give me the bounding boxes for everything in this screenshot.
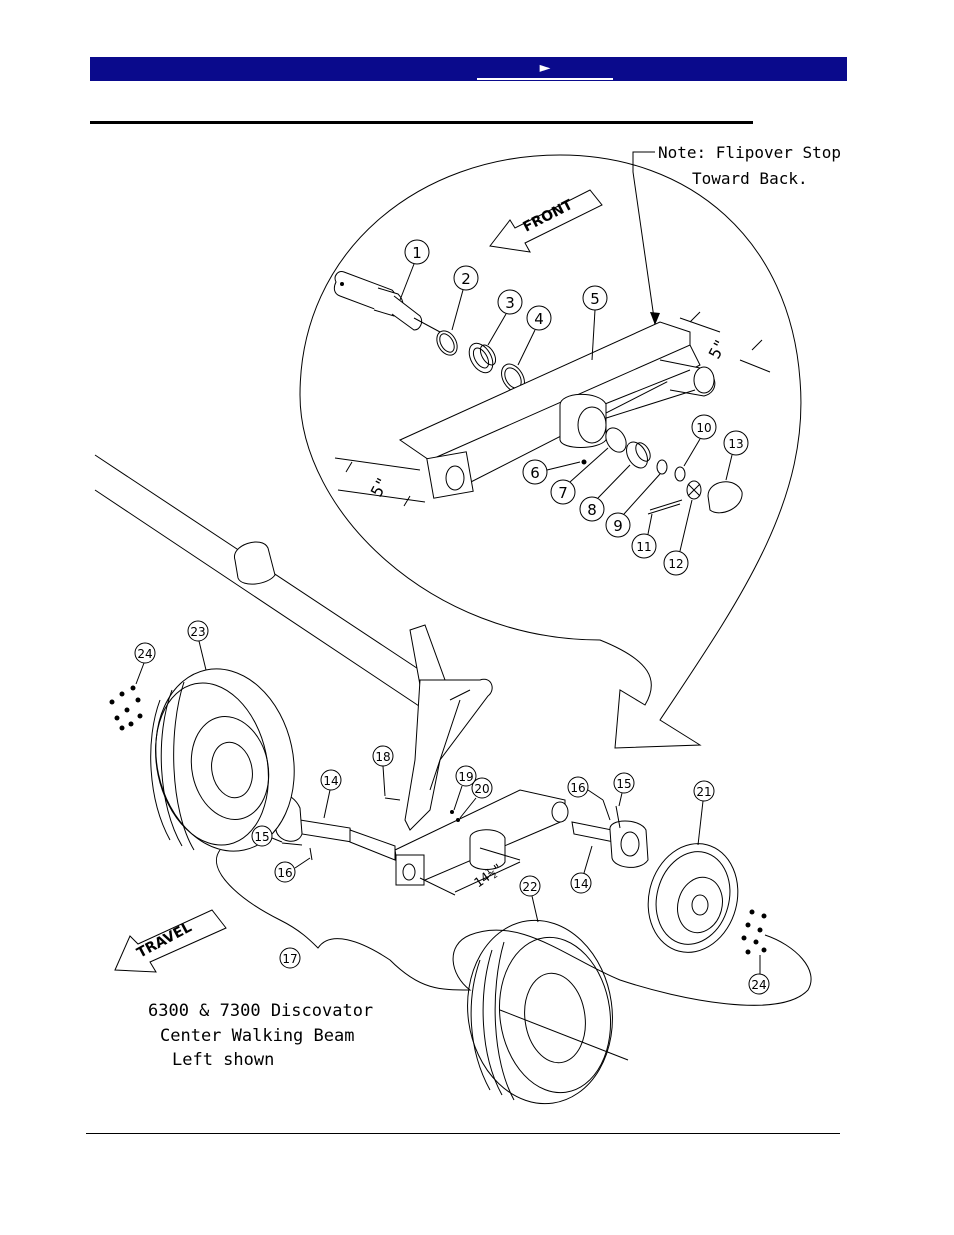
dim-upper-right bbox=[679, 311, 771, 373]
svg-text:2: 2 bbox=[461, 270, 471, 288]
svg-text:24: 24 bbox=[751, 978, 766, 992]
callout-13: 13 bbox=[723, 430, 749, 481]
walking-beam-detail bbox=[398, 321, 716, 499]
svg-text:12: 12 bbox=[668, 557, 683, 571]
svg-text:8: 8 bbox=[587, 501, 597, 519]
note-text-2: Toward Back. bbox=[692, 169, 808, 188]
callout-5: 5 bbox=[582, 285, 608, 361]
svg-text:17: 17 bbox=[282, 952, 297, 966]
frame-arm bbox=[404, 678, 493, 831]
svg-text:1: 1 bbox=[412, 244, 422, 262]
callout-22: 22 bbox=[519, 875, 541, 923]
grease-zerk bbox=[581, 459, 587, 465]
callout-2: 2 bbox=[451, 265, 479, 331]
lower-hardware bbox=[281, 797, 621, 861]
assembly-outline bbox=[216, 849, 812, 1006]
svg-text:19: 19 bbox=[458, 770, 473, 784]
svg-text:6: 6 bbox=[530, 464, 540, 482]
title-rule bbox=[90, 121, 753, 124]
callout-24-right: 24 bbox=[748, 955, 770, 995]
callout-7: 7 bbox=[550, 447, 609, 505]
tire-right bbox=[467, 919, 629, 1105]
callout-21: 21 bbox=[693, 780, 715, 846]
dim-upper-left bbox=[334, 457, 426, 507]
svg-text:15: 15 bbox=[254, 830, 269, 844]
note-text-1: Note: Flipover Stop bbox=[658, 143, 841, 162]
washer bbox=[656, 459, 668, 475]
callout-24: 24 bbox=[134, 642, 156, 685]
caption-line-1: 6300 & 7300 Discovator bbox=[148, 1001, 373, 1021]
callout-17: 17 bbox=[279, 947, 301, 969]
svg-text:3: 3 bbox=[505, 294, 515, 312]
callout-8: 8 bbox=[579, 464, 631, 522]
walking-beam bbox=[394, 789, 569, 886]
svg-text:14: 14 bbox=[323, 774, 338, 788]
right-spindle bbox=[571, 820, 649, 868]
callout-15-right: 15 bbox=[613, 772, 635, 807]
callout-16-right: 16 bbox=[567, 776, 604, 801]
callout-6: 6 bbox=[522, 459, 581, 485]
callout-1: 1 bbox=[399, 239, 430, 301]
callout-12: 12 bbox=[663, 499, 693, 576]
svg-text:18: 18 bbox=[375, 750, 390, 764]
lug-bolts-right bbox=[741, 909, 767, 955]
castle-nut bbox=[686, 480, 702, 500]
detail-circle bbox=[299, 154, 802, 749]
svg-text:13: 13 bbox=[728, 437, 743, 451]
front-arrow: FRONT bbox=[489, 189, 603, 253]
callout-23: 23 bbox=[187, 620, 209, 671]
bearing-cone bbox=[468, 342, 497, 374]
svg-text:7: 7 bbox=[558, 484, 568, 502]
seal bbox=[436, 330, 458, 356]
svg-text:4: 4 bbox=[534, 310, 544, 328]
callout-10: 10 bbox=[683, 414, 717, 467]
spindle-detail bbox=[333, 271, 441, 333]
frame-tube bbox=[94, 454, 451, 721]
callout-19: 19 bbox=[453, 765, 477, 811]
footer-rule bbox=[86, 1133, 840, 1134]
svg-text:24: 24 bbox=[137, 647, 152, 661]
svg-text:14: 14 bbox=[573, 877, 588, 891]
callout-9: 9 bbox=[605, 473, 661, 538]
svg-text:21: 21 bbox=[696, 785, 711, 799]
svg-text:10: 10 bbox=[696, 421, 711, 435]
left-spindle bbox=[273, 792, 396, 861]
callout-16: 16 bbox=[274, 857, 311, 883]
dust-cap bbox=[707, 481, 743, 514]
callout-11: 11 bbox=[631, 513, 657, 559]
header-bar: ► bbox=[90, 57, 847, 81]
spacer bbox=[674, 466, 686, 482]
cotter-pin bbox=[647, 499, 683, 515]
callout-14: 14 bbox=[320, 769, 342, 819]
svg-text:16: 16 bbox=[277, 866, 292, 880]
note-leader bbox=[632, 151, 660, 326]
caption-line-3: Left shown bbox=[172, 1050, 274, 1070]
svg-text:9: 9 bbox=[613, 517, 623, 535]
travel-arrow: TRAVEL bbox=[114, 909, 227, 973]
svg-text:5: 5 bbox=[590, 290, 600, 308]
dim-lower bbox=[419, 847, 521, 896]
dim-upper-right-text: 5" bbox=[705, 336, 731, 362]
inner-cup bbox=[605, 427, 627, 453]
dim-upper-left-text: 5" bbox=[367, 474, 393, 500]
caption-line-2: Center Walking Beam bbox=[160, 1026, 354, 1046]
callout-15: 15 bbox=[251, 825, 283, 847]
svg-text:16: 16 bbox=[570, 781, 585, 795]
svg-text:23: 23 bbox=[190, 625, 205, 639]
svg-text:11: 11 bbox=[636, 540, 651, 554]
svg-text:20: 20 bbox=[474, 782, 489, 796]
callout-18: 18 bbox=[372, 745, 394, 797]
callout-4: 4 bbox=[517, 305, 552, 366]
inner-cone bbox=[626, 441, 651, 469]
svg-text:15: 15 bbox=[616, 777, 631, 791]
lug-bolts-left bbox=[109, 685, 143, 731]
svg-text:22: 22 bbox=[522, 880, 537, 894]
callout-14-right: 14 bbox=[570, 845, 593, 894]
rim bbox=[647, 843, 739, 953]
callout-3: 3 bbox=[487, 289, 523, 346]
callout-20: 20 bbox=[459, 777, 493, 819]
next-page-link[interactable]: ► bbox=[477, 59, 613, 80]
